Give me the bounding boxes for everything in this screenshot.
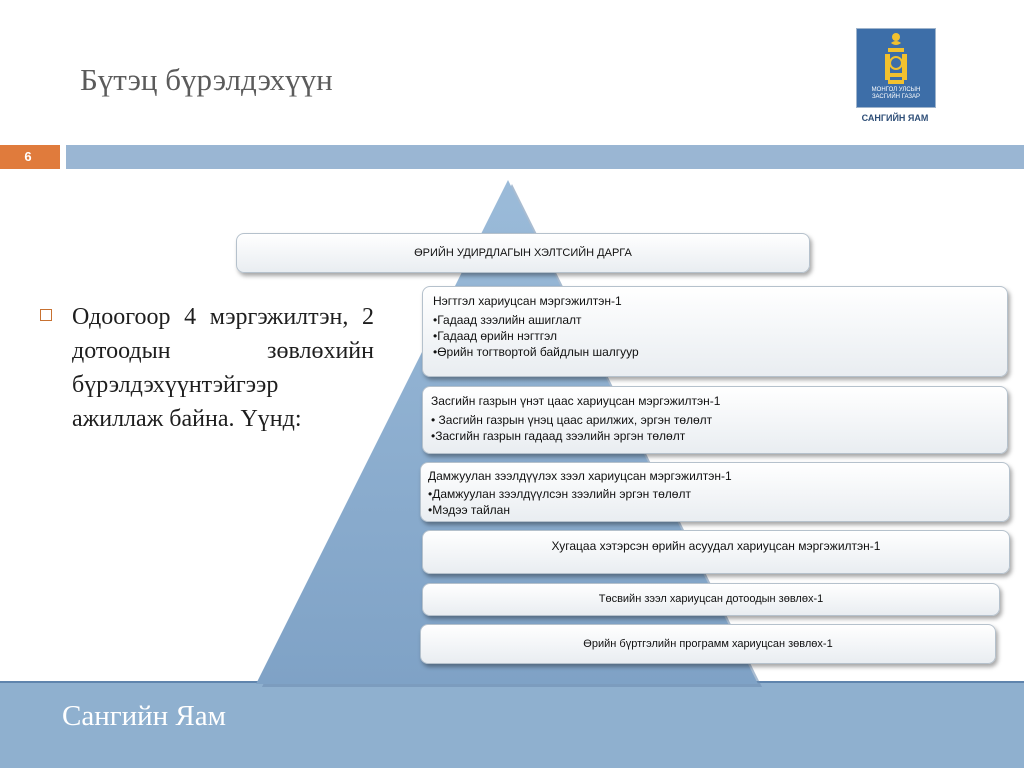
unit-item: •Мэдээ тайлан — [428, 503, 510, 517]
unit-box-securities: Засгийн газрын үнэт цаас хариуцсан мэргэ… — [422, 386, 1008, 454]
slide-title: Бүтэц бүрэлдэхүүн — [80, 62, 333, 97]
ministry-name: САНГИЙН ЯАМ — [861, 113, 929, 123]
unit-item: •Засгийн газрын гадаад зээлийн эргэн төл… — [431, 429, 686, 443]
head-of-department-label: ӨРИЙН УДИРДЛАГЫН ХЭЛТСИЙН ДАРГА — [414, 247, 632, 259]
logo-text-line2: ЗАСГИЙН ГАЗАР — [871, 94, 921, 100]
unit-title: Дамжуулан зээлдүүлэх зээл хариуцсан мэрг… — [428, 469, 732, 483]
head-of-department-box: ӨРИЙН УДИРДЛАГЫН ХЭЛТСИЙН ДАРГА — [236, 233, 810, 273]
government-emblem-logo: МОНГОЛ УЛСЫН ЗАСГИЙН ГАЗАР — [856, 28, 936, 108]
unit-title: Хугацаа хэтэрсэн өрийн асуудал хариуцсан… — [551, 539, 881, 553]
unit-item: •Гадаад зээлийн ашиглалт — [433, 313, 582, 327]
unit-box-consolidation: Нэгтгэл хариуцсан мэргэжилтэн-1 •Гадаад … — [422, 286, 1008, 377]
unit-item: •Дамжуулан зээлдүүлсэн зээлийн эргэн төл… — [428, 487, 691, 501]
unit-box-budget-loan: Төсвийн зээл хариуцсан дотоодын зөвлөх-1 — [422, 583, 1000, 616]
soyombo-icon — [885, 33, 907, 84]
slide-number: 6 — [0, 145, 60, 169]
unit-title: Төсвийн зээл хариуцсан дотоодын зөвлөх-1 — [598, 593, 824, 605]
body-paragraph: Одоогоор 4 мэргэжилтэн, 2 дотоодын зөвлө… — [72, 304, 374, 432]
unit-box-debt-software: Өрийн бүртгэлийн программ хариуцсан зөвл… — [420, 624, 996, 664]
unit-box-onlending: Дамжуулан зээлдүүлэх зээл хариуцсан мэрг… — [420, 462, 1010, 522]
unit-title: Нэгтгэл хариуцсан мэргэжилтэн-1 — [433, 294, 622, 308]
unit-item: •Өрийн тогтвортой байдлын шалгуур — [433, 345, 639, 359]
unit-title: Засгийн газрын үнэт цаас хариуцсан мэргэ… — [431, 394, 721, 408]
unit-item: • Засгийн газрын үнэц цаас арилжих, эргэ… — [431, 413, 713, 427]
footer-text: Сангийн Яам — [62, 700, 227, 732]
unit-title: Өрийн бүртгэлийн программ хариуцсан зөвл… — [583, 638, 833, 650]
bullet-icon — [40, 309, 52, 321]
logo-text-line1: МОНГОЛ УЛСЫН — [871, 87, 921, 93]
unit-box-overdue-debt: Хугацаа хэтэрсэн өрийн асуудал хариуцсан… — [422, 530, 1010, 574]
unit-item: •Гадаад өрийн нэгтгэл — [433, 329, 557, 343]
header-bar — [66, 145, 1024, 169]
